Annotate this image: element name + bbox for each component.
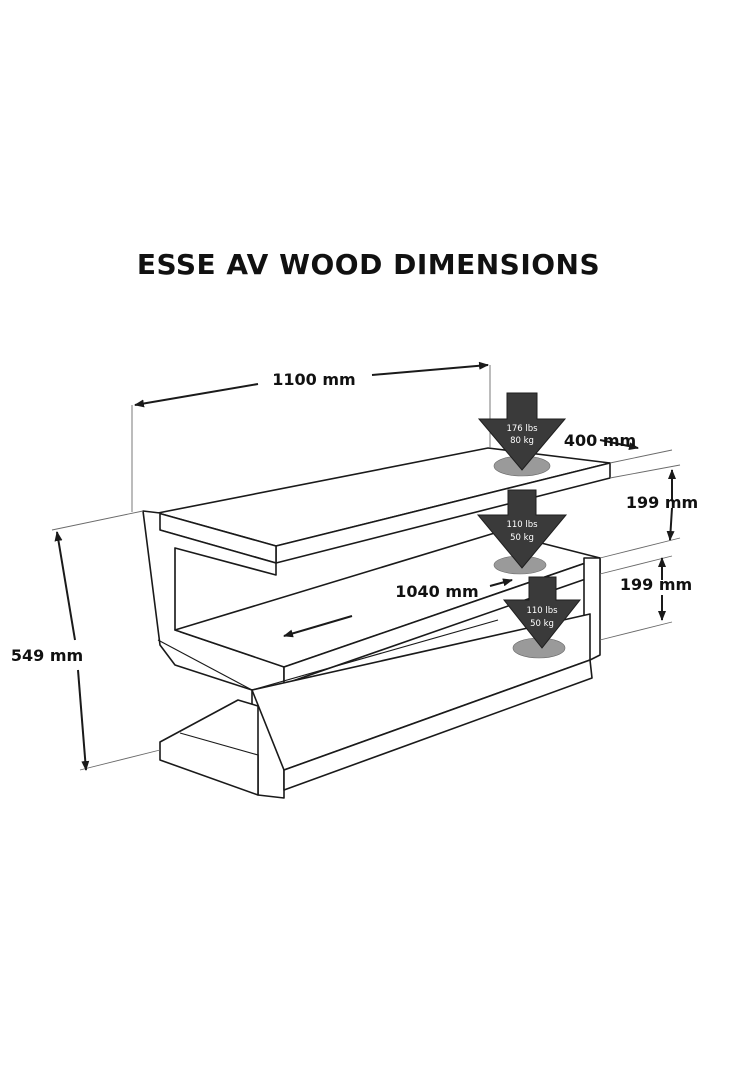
- lower-s-tail: [159, 699, 259, 796]
- stand-illustration: [142, 447, 611, 799]
- load-arrow-bottom: 110 lbs 50 kg: [502, 576, 582, 659]
- shelf-gap-bottom-label: 199 mm: [620, 575, 692, 594]
- bottom-shelf-front-edge: [283, 659, 593, 791]
- load-kg: 50 kg: [510, 533, 534, 543]
- dimension-labels: 1100 mm 400 mm 549 mm 199 mm 199 mm 1040…: [11, 370, 698, 665]
- depth-label: 400 mm: [564, 431, 636, 450]
- shelf-gap-top-label: 199 mm: [626, 493, 698, 512]
- load-kg: 50 kg: [530, 619, 554, 629]
- load-lbs: 176 lbs: [506, 424, 538, 434]
- dimension-lines: [51, 361, 681, 771]
- down-arrow-icon: [477, 392, 567, 471]
- load-arrow-top: 176 lbs 80 kg: [477, 392, 567, 477]
- load-kg: 80 kg: [510, 436, 534, 446]
- load-lbs: 110 lbs: [506, 520, 538, 530]
- inner-width-label: 1040 mm: [395, 582, 478, 601]
- load-lbs: 110 lbs: [526, 606, 558, 616]
- width-label: 1100 mm: [272, 370, 355, 389]
- page-title: ESSE AV WOOD DIMENSIONS: [136, 248, 601, 281]
- down-arrow-icon: [476, 489, 568, 569]
- height-label: 549 mm: [11, 646, 83, 665]
- down-arrow-icon: [502, 576, 582, 649]
- load-indicators: 176 lbs 80 kg 110 lbs 50 kg 110 lbs 50 k…: [476, 392, 582, 659]
- load-arrow-middle: 110 lbs 50 kg: [476, 489, 568, 575]
